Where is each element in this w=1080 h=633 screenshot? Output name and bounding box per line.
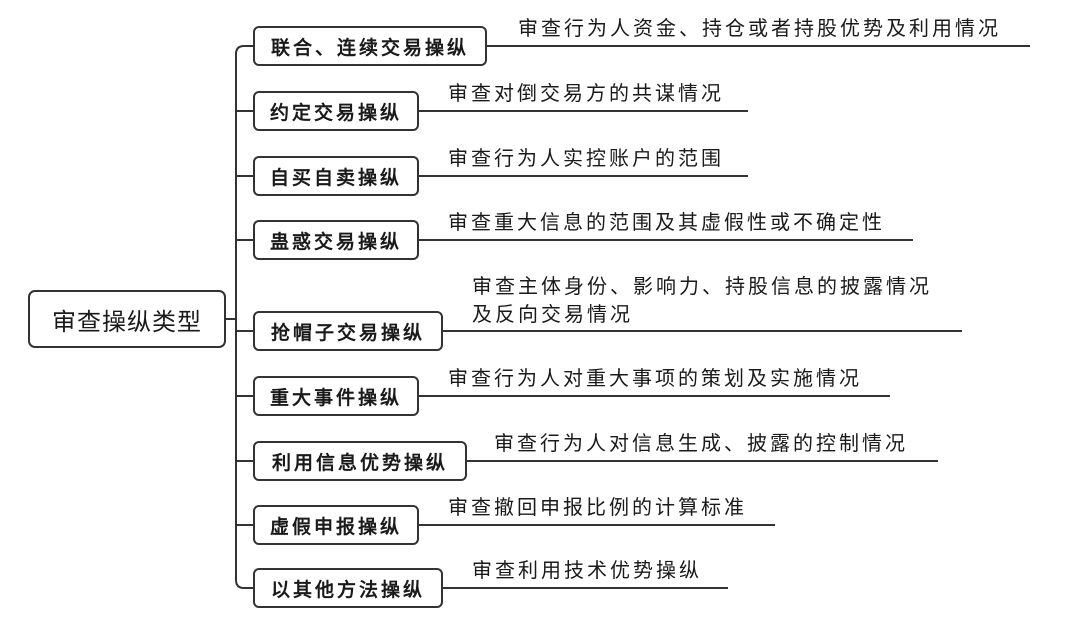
manipulation-type-node: 虚假申报操纵 [253,505,419,545]
review-text: 审查行为人实控账户的范围 [448,146,724,170]
review-text: 审查撤回申报比例的计算标准 [448,495,747,519]
root-node: 审查操纵类型 [28,290,226,348]
review-text: 审查行为人对信息生成、披露的控制情况 [494,431,908,455]
trunk-line [235,45,253,589]
review-text: 审查行为人资金、持仓或者持股优势及利用情况 [518,16,1001,40]
review-text: 审查主体身份、影响力、持股信息的披露情况 [472,274,932,298]
review-text: 审查利用技术优势操纵 [472,558,702,582]
manipulation-type-node: 以其他方法操纵 [253,568,443,608]
review-text: 审查对倒交易方的共谋情况 [448,81,724,105]
manipulation-type-node: 约定交易操纵 [253,91,419,131]
manipulation-type-node: 联合、连续交易操纵 [253,26,487,66]
manipulation-type-node: 重大事件操纵 [253,376,419,416]
manipulation-type-node: 抢帽子交易操纵 [253,311,443,351]
manipulation-type-node: 自买自卖操纵 [253,156,419,196]
manipulation-type-node: 蛊惑交易操纵 [253,220,419,260]
review-text: 审查重大信息的范围及其虚假性或不确定性 [448,210,885,234]
review-text: 审查行为人对重大事项的策划及实施情况 [448,366,862,390]
review-text: 及反向交易情况 [472,302,633,326]
manipulation-type-node: 利用信息优势操纵 [253,441,467,481]
